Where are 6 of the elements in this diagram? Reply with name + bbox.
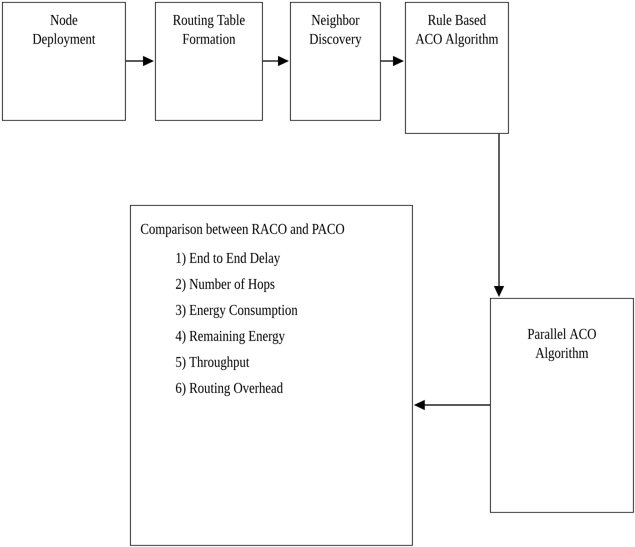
process-box: Parallel ACO Algorithm <box>490 298 634 513</box>
process-box: Neighbor Discovery <box>290 2 381 121</box>
process-box: Rule Based ACO Algorithm <box>405 2 509 134</box>
process-box: Node Deployment <box>2 2 126 121</box>
list-box: Comparison between RACO and PACO 1) End to End Delay 2) Number of Hops 3) Energy Consumption 4) Remaining Energy 5) Throughput 6) Routing Overhead <box>130 205 413 546</box>
process-box: Routing Table Formation <box>155 2 263 121</box>
